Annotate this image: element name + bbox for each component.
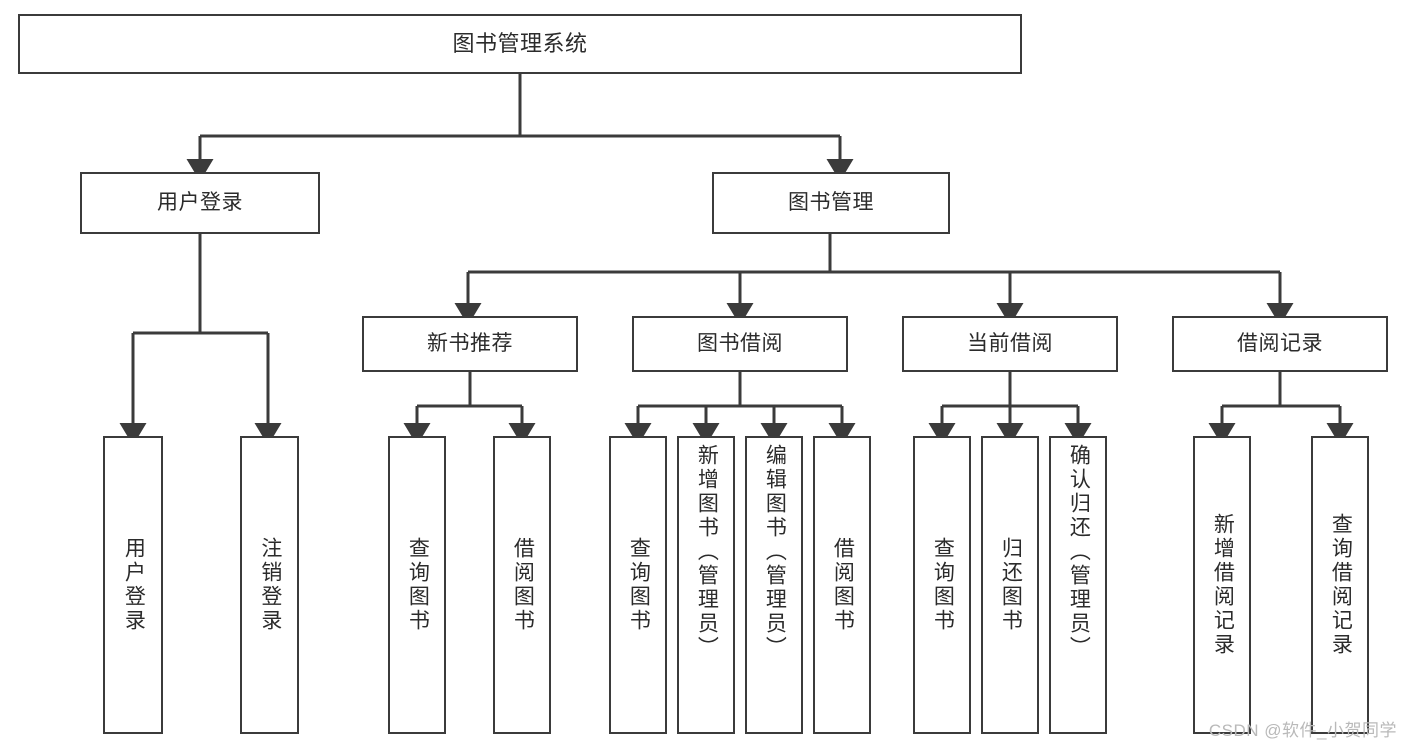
node-leaf-query-book-1[interactable]: 查询图书 [388, 436, 446, 734]
node-leaf-confirm-return-label: 确认归还（管理员） [1067, 444, 1091, 660]
node-new-book-rec[interactable]: 新书推荐 [362, 316, 578, 372]
node-leaf-add-record[interactable]: 新增借阅记录 [1193, 436, 1251, 734]
node-leaf-edit-book-label: 编辑图书（管理员） [763, 444, 787, 660]
node-leaf-query-record[interactable]: 查询借阅记录 [1311, 436, 1369, 734]
node-current-borrow[interactable]: 当前借阅 [902, 316, 1118, 372]
node-leaf-borrow-book-2-label: 借阅图书 [831, 537, 855, 633]
node-leaf-query-book-3[interactable]: 查询图书 [913, 436, 971, 734]
node-leaf-add-book-label: 新增图书（管理员） [695, 444, 719, 660]
node-leaf-query-book-3-label: 查询图书 [931, 537, 955, 633]
node-leaf-confirm-return[interactable]: 确认归还（管理员） [1049, 436, 1107, 734]
node-leaf-borrow-book-2[interactable]: 借阅图书 [813, 436, 871, 734]
node-root-label: 图书管理系统 [452, 31, 588, 57]
node-leaf-return-book-label: 归还图书 [999, 537, 1023, 633]
node-book-manage[interactable]: 图书管理 [712, 172, 950, 234]
node-leaf-query-book-2-label: 查询图书 [627, 537, 651, 633]
node-leaf-edit-book[interactable]: 编辑图书（管理员） [745, 436, 803, 734]
node-borrow-record-label: 借阅记录 [1237, 331, 1323, 355]
node-leaf-query-book-2[interactable]: 查询图书 [609, 436, 667, 734]
node-leaf-borrow-book-1[interactable]: 借阅图书 [493, 436, 551, 734]
node-leaf-return-book[interactable]: 归还图书 [981, 436, 1039, 734]
node-book-manage-label: 图书管理 [788, 190, 874, 214]
node-leaf-query-book-1-label: 查询图书 [406, 537, 430, 633]
node-leaf-borrow-book-1-label: 借阅图书 [511, 537, 535, 633]
node-user-login[interactable]: 用户登录 [80, 172, 320, 234]
node-leaf-query-record-label: 查询借阅记录 [1329, 513, 1353, 657]
node-root[interactable]: 图书管理系统 [18, 14, 1022, 74]
node-leaf-add-record-label: 新增借阅记录 [1211, 513, 1235, 657]
node-leaf-logout-label: 注销登录 [258, 537, 282, 633]
node-user-login-label: 用户登录 [157, 190, 243, 214]
node-borrow-record[interactable]: 借阅记录 [1172, 316, 1388, 372]
node-leaf-user-login-label: 用户登录 [122, 537, 146, 633]
node-book-borrow-label: 图书借阅 [697, 331, 783, 355]
csdn-watermark: CSDN @软件_小贺同学 [1208, 721, 1397, 740]
node-leaf-user-login[interactable]: 用户登录 [103, 436, 163, 734]
node-current-borrow-label: 当前借阅 [967, 331, 1053, 355]
node-leaf-logout[interactable]: 注销登录 [240, 436, 299, 734]
node-book-borrow[interactable]: 图书借阅 [632, 316, 848, 372]
node-leaf-add-book[interactable]: 新增图书（管理员） [677, 436, 735, 734]
node-new-book-rec-label: 新书推荐 [427, 331, 513, 355]
